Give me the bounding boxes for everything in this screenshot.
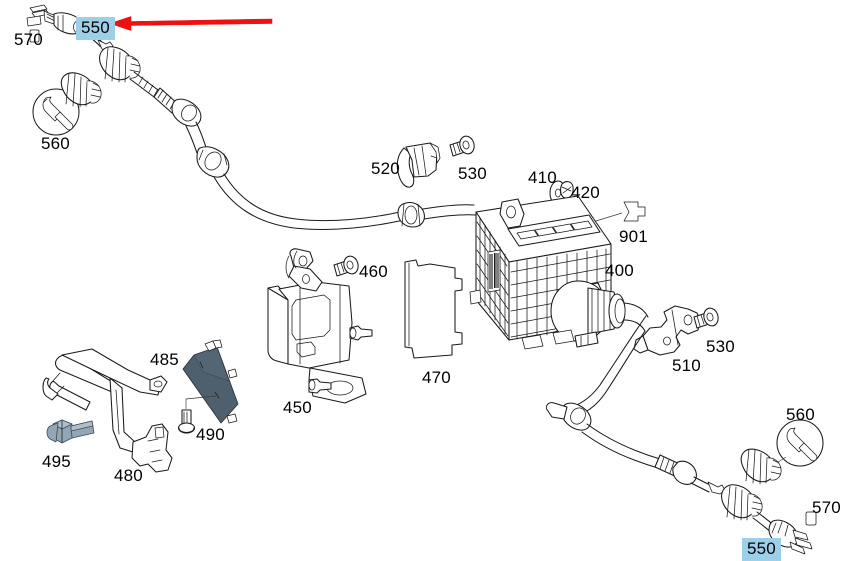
callout-520: 520 bbox=[371, 159, 400, 178]
part-460-screw bbox=[333, 255, 359, 277]
service-symbol-wrench-lower bbox=[740, 419, 824, 485]
red-pointer-arrow bbox=[109, 16, 273, 31]
callout-480: 480 bbox=[114, 466, 143, 485]
callout-530-right: 530 bbox=[706, 337, 735, 356]
part-485-shield-panel bbox=[182, 339, 239, 424]
callout-550-top-left[interactable]: 550 bbox=[76, 17, 115, 40]
part-520-hook-bracket bbox=[396, 142, 441, 188]
service-symbol-wrench-upper bbox=[32, 72, 102, 136]
part-420-clip bbox=[560, 181, 574, 199]
part-510-cable-bracket bbox=[633, 305, 701, 356]
callout-570-bottom-right: 570 bbox=[812, 498, 841, 517]
cable-assembly-lower bbox=[545, 315, 817, 555]
part-495-flange-bolt bbox=[46, 419, 95, 444]
callout-400: 400 bbox=[605, 261, 634, 280]
callout-495: 495 bbox=[42, 452, 71, 471]
part-400-control-module bbox=[469, 195, 649, 350]
callout-560-top-left: 560 bbox=[41, 134, 70, 153]
part-480-support-frame bbox=[42, 348, 173, 473]
part-530-screw-upper bbox=[449, 135, 475, 157]
callout-450: 450 bbox=[283, 398, 312, 417]
callout-410: 410 bbox=[528, 168, 557, 187]
callout-460: 460 bbox=[359, 262, 388, 281]
callout-550-bottom-right[interactable]: 550 bbox=[742, 538, 781, 561]
callout-510: 510 bbox=[672, 356, 701, 375]
callout-485: 485 bbox=[150, 350, 179, 369]
callout-901: 901 bbox=[619, 227, 648, 246]
callout-420: 420 bbox=[571, 183, 600, 202]
part-490-stud bbox=[177, 395, 217, 434]
part-450-mounting-bracket bbox=[267, 248, 373, 404]
callout-570-top-left: 570 bbox=[14, 30, 43, 49]
part-530-screw-right bbox=[693, 307, 719, 329]
callout-560-bottom-right: 560 bbox=[786, 405, 815, 424]
callout-490: 490 bbox=[196, 425, 225, 444]
callout-470: 470 bbox=[422, 368, 451, 387]
part-470-cover-plate bbox=[404, 259, 463, 359]
callout-530-top: 530 bbox=[458, 164, 487, 183]
